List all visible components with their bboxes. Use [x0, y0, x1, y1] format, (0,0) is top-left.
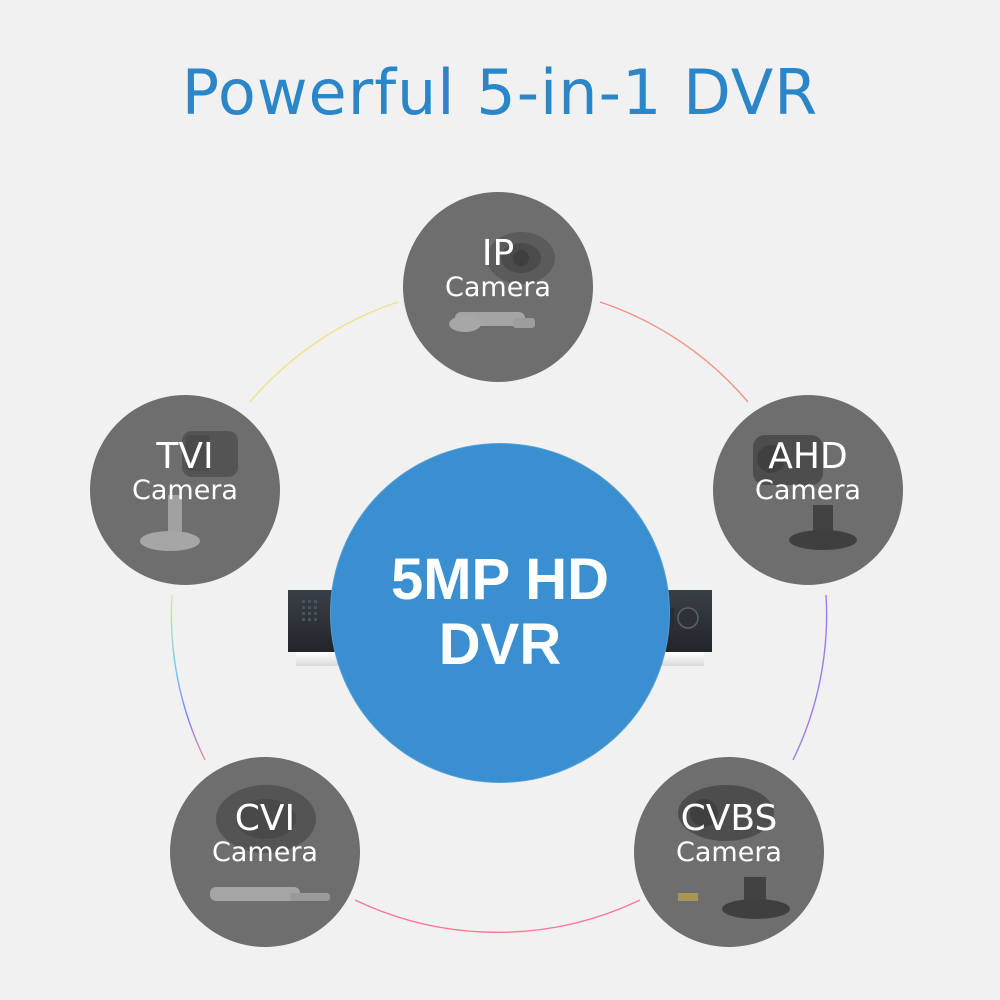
page-title: Powerful 5-in-1 DVR	[181, 56, 819, 129]
node-ahd-line1: AHD	[768, 436, 848, 477]
node-ahd-camera: AHD Camera	[713, 395, 903, 585]
center-dvr-circle: 5MP HD DVR	[330, 443, 670, 783]
center-line2: DVR	[438, 612, 562, 677]
node-tvi-camera: TVI Camera	[90, 395, 280, 585]
node-ahd-line2: Camera	[755, 475, 861, 506]
node-ip-camera: IP Camera	[403, 192, 593, 382]
node-cvbs-line1: CVBS	[680, 798, 778, 839]
node-ip-line2: Camera	[445, 272, 551, 303]
ring-arc-ip-tvi	[249, 301, 399, 403]
node-cvbs-line2: Camera	[676, 837, 782, 868]
ring-arc-tvi-cvi	[170, 594, 206, 761]
bullet-camera-icon	[678, 785, 790, 919]
node-cvbs-camera: CVBS Camera	[634, 757, 824, 947]
node-cvi-camera: CVI Camera	[170, 757, 360, 947]
node-tvi-line1: TVI	[156, 436, 214, 477]
bullet-camera-icon	[753, 435, 857, 550]
bullet-camera-icon	[140, 431, 238, 551]
ring-arc-cvi-cvbs	[354, 899, 641, 934]
node-cvi-line2: Camera	[212, 837, 318, 868]
dome-camera-icon	[449, 232, 555, 332]
bullet-camera-icon	[210, 785, 330, 901]
node-ip-line1: IP	[481, 233, 515, 274]
ring-arc-ahd-cvbs	[792, 594, 828, 761]
ring-arc-ip-ahd	[599, 301, 749, 403]
node-cvi-line1: CVI	[234, 798, 296, 839]
node-tvi-line2: Camera	[132, 475, 238, 506]
center-line1: 5MP HD	[390, 547, 610, 613]
